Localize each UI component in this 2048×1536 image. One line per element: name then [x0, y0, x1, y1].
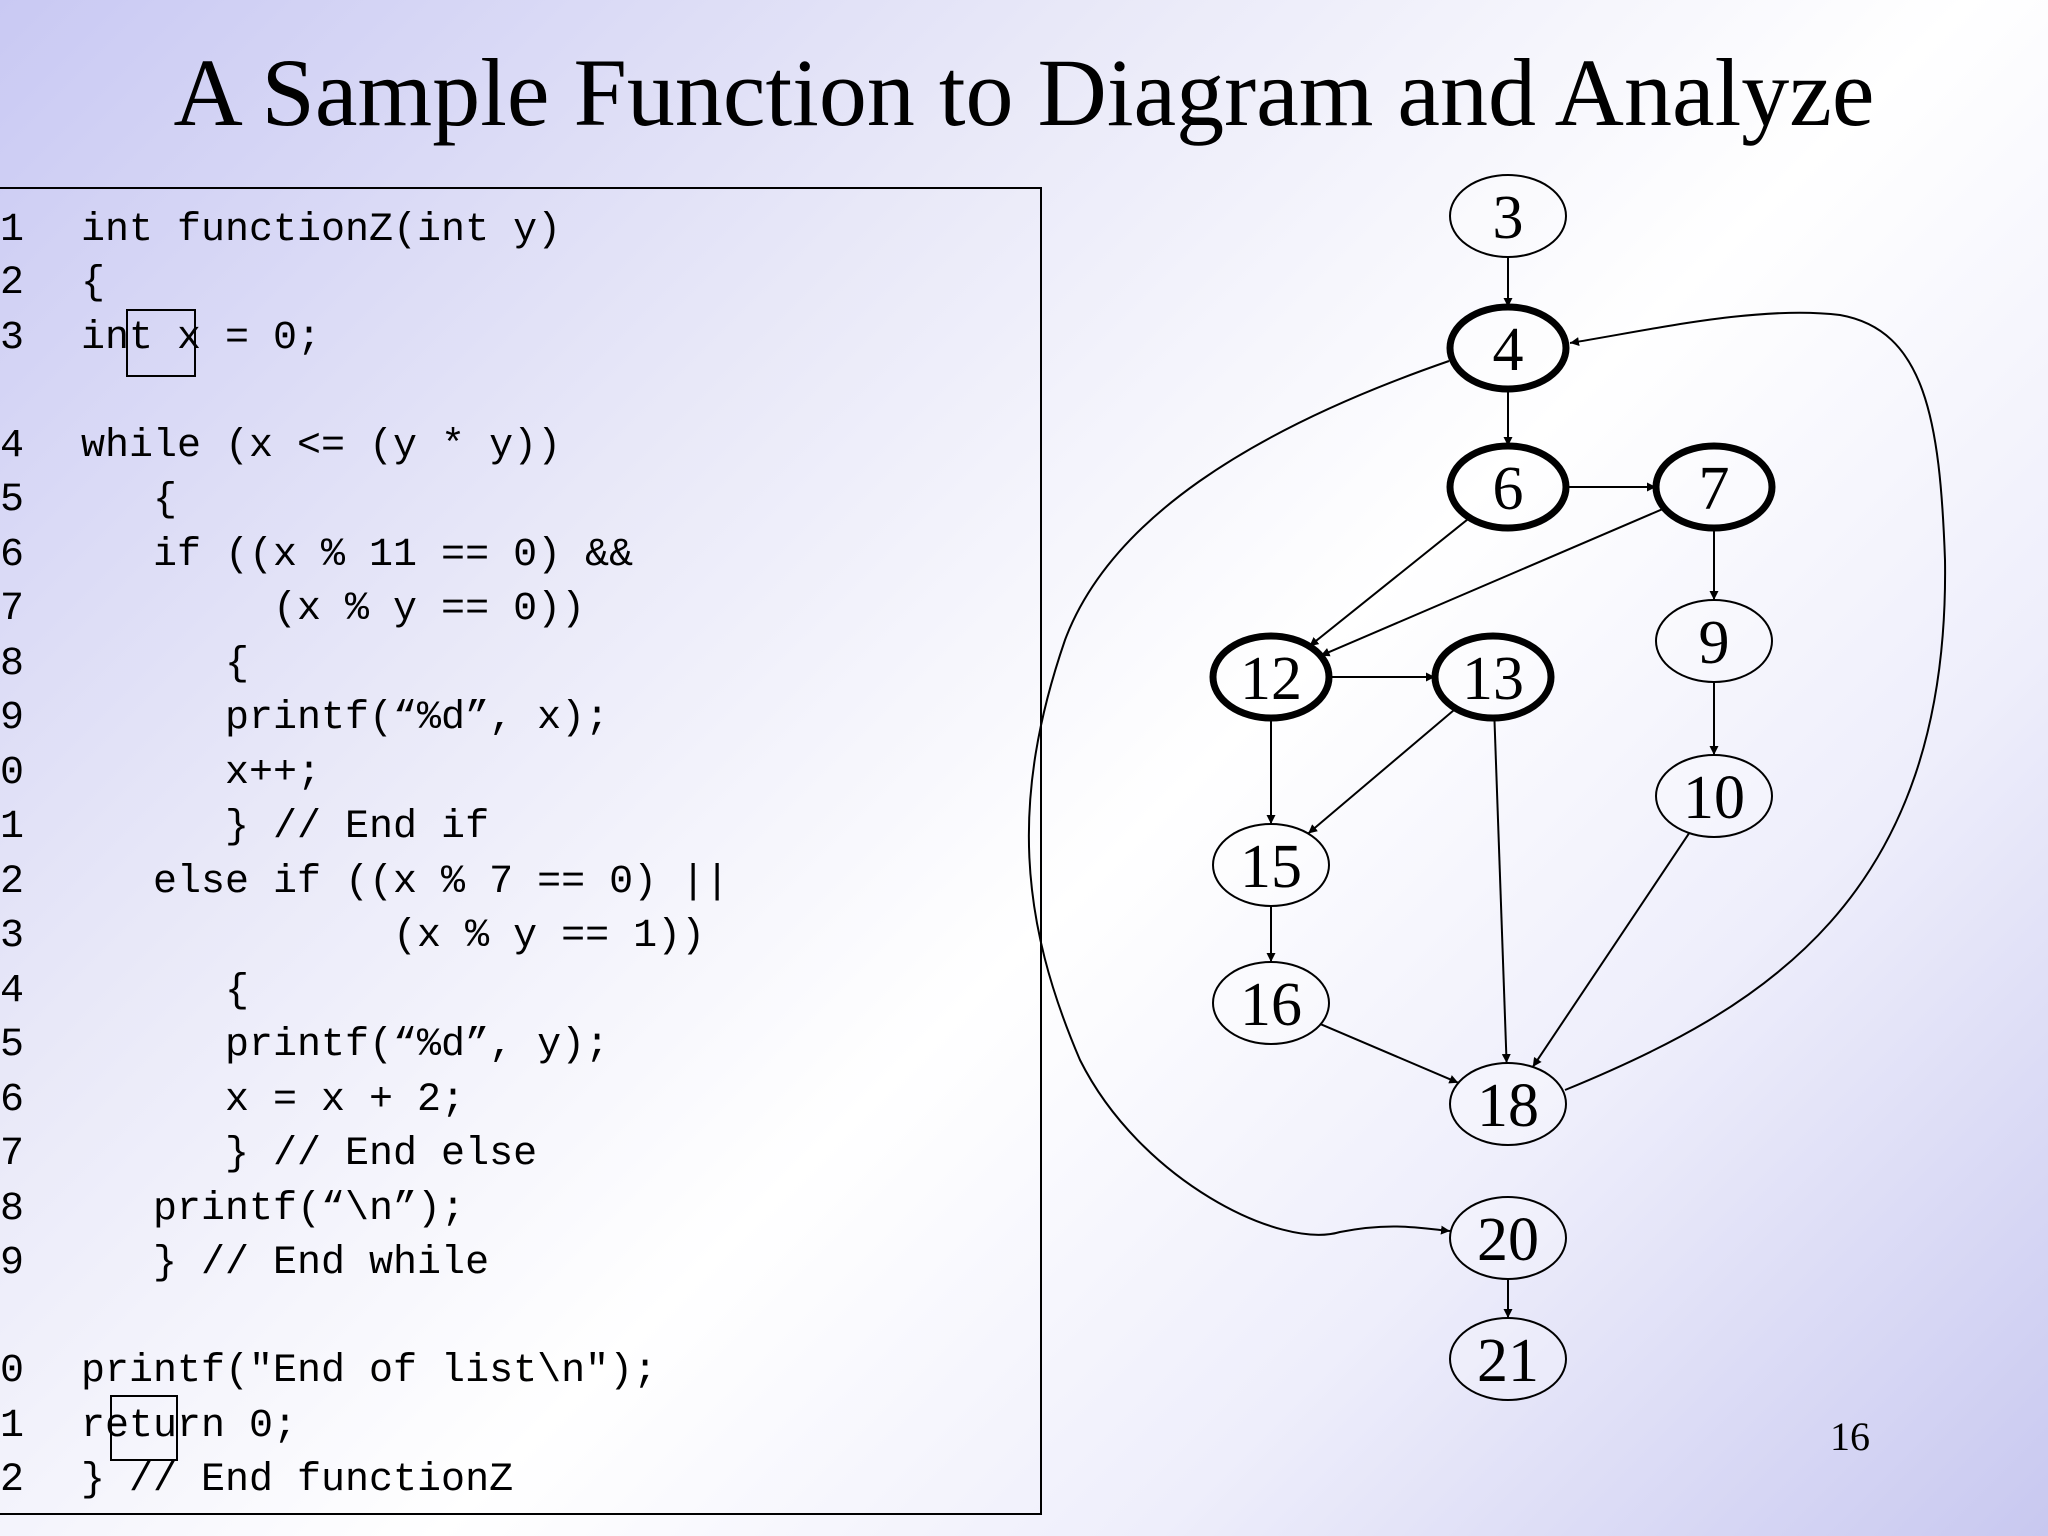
- line-number: 5: [0, 1023, 25, 1068]
- node-label: 7: [1699, 455, 1730, 523]
- edge-10-to-18: [1531, 832, 1691, 1068]
- node-ellipse: [1446, 303, 1570, 393]
- node-label: 21: [1477, 1327, 1539, 1395]
- node-label: 16: [1240, 971, 1302, 1039]
- line-code: printf(“\n”);: [81, 1187, 466, 1232]
- line-code: int x = 0;: [81, 316, 322, 361]
- line-number: 9: [0, 696, 25, 741]
- node-ellipse: [1655, 754, 1773, 838]
- line-number: 5: [0, 478, 25, 523]
- line-number: 1: [0, 1404, 25, 1449]
- line-number: 1: [0, 208, 25, 253]
- node-label: 12: [1240, 645, 1302, 713]
- node-ellipse: [1431, 632, 1555, 722]
- node-label: 18: [1477, 1072, 1539, 1140]
- node-label: 13: [1462, 645, 1524, 713]
- line-code: {: [81, 261, 106, 306]
- graph-node-10: 10: [1655, 754, 1773, 838]
- node-ellipse: [1449, 1196, 1567, 1280]
- line-number: 8: [0, 642, 25, 687]
- node-label: 4: [1493, 316, 1524, 384]
- node-ellipse: [1449, 1062, 1567, 1146]
- line-number: 2: [0, 1458, 25, 1503]
- edge-13-to-18: [1493, 717, 1511, 1064]
- edge-4-to-20: [1027, 360, 1451, 1236]
- line-code: (x % y == 0)): [81, 587, 586, 632]
- highlight-box: [126, 309, 196, 377]
- line-code: printf(“%d”, x);: [81, 696, 610, 741]
- line-code: (x % y == 1)): [81, 914, 706, 959]
- line-number: 4: [0, 969, 25, 1014]
- line-code: {: [81, 478, 178, 523]
- edge-6-to-12: [1308, 517, 1471, 647]
- line-code: {: [81, 969, 250, 1014]
- line-number: 0: [0, 751, 25, 796]
- line-code: } // End else: [81, 1132, 538, 1177]
- graph-node-9: 9: [1655, 599, 1773, 683]
- node-ellipse: [1449, 174, 1567, 258]
- edge-18-to-4: [1564, 311, 1947, 1091]
- graph-node-21: 21: [1449, 1317, 1567, 1401]
- node-label: 20: [1477, 1206, 1539, 1274]
- highlight-box: [110, 1395, 178, 1461]
- node-label: 10: [1683, 764, 1745, 832]
- line-number: 3: [0, 914, 25, 959]
- node-label: 9: [1699, 609, 1730, 677]
- graph-node-7: 7: [1652, 442, 1776, 532]
- node-ellipse: [1449, 1317, 1567, 1401]
- line-number: 2: [0, 261, 25, 306]
- node-label: 3: [1493, 184, 1524, 252]
- graph-node-4: 4: [1446, 303, 1570, 393]
- line-number: 3: [0, 316, 25, 361]
- line-code: } // End if: [81, 805, 490, 850]
- page-number: 16: [1830, 1414, 1870, 1459]
- line-code: printf("End of list\n");: [81, 1349, 658, 1394]
- graph-node-20: 20: [1449, 1196, 1567, 1280]
- edge-7-to-12: [1320, 507, 1665, 657]
- node-ellipse: [1652, 442, 1776, 532]
- node-label: 6: [1493, 455, 1524, 523]
- line-code: int functionZ(int y): [81, 208, 562, 253]
- line-number: 4: [0, 424, 25, 469]
- graph-node-16: 16: [1212, 961, 1330, 1045]
- line-number: 8: [0, 1187, 25, 1232]
- node-label: 15: [1240, 833, 1302, 901]
- edge-16-to-18: [1320, 1023, 1459, 1084]
- line-code: x = x + 2;: [81, 1078, 466, 1123]
- node-ellipse: [1655, 599, 1773, 683]
- line-code: {: [81, 642, 250, 687]
- line-number: 6: [0, 533, 25, 578]
- node-ellipse: [1212, 961, 1330, 1045]
- line-number: 6: [0, 1078, 25, 1123]
- graph-node-13: 13: [1431, 632, 1555, 722]
- line-code: if ((x % 11 == 0) &&: [81, 533, 634, 578]
- line-number: 1: [0, 805, 25, 850]
- node-ellipse: [1446, 442, 1570, 532]
- line-code: x++;: [81, 751, 322, 796]
- line-number: 2: [0, 860, 25, 905]
- line-code: while (x <= (y * y)): [81, 424, 562, 469]
- line-code: } // End functionZ: [81, 1458, 514, 1503]
- line-code: else if ((x % 7 == 0) ||: [81, 860, 730, 905]
- graph-node-18: 18: [1449, 1062, 1567, 1146]
- graph-node-3: 3: [1449, 174, 1567, 258]
- line-number: 7: [0, 1132, 25, 1177]
- line-code: return 0;: [81, 1404, 298, 1449]
- line-code: } // End while: [81, 1241, 490, 1286]
- line-number: 0: [0, 1349, 25, 1394]
- node-ellipse: [1212, 823, 1330, 907]
- slide-title: A Sample Function to Diagram and Analyze: [173, 39, 1875, 146]
- line-number: 7: [0, 587, 25, 632]
- line-number: 9: [0, 1241, 25, 1286]
- node-ellipse: [1209, 632, 1333, 722]
- graph-node-12: 12: [1209, 632, 1333, 722]
- code-panel: 1 int functionZ(int y) 2 {3 int x = 0; 4 while…: [0, 187, 1042, 1515]
- graph-node-15: 15: [1212, 823, 1330, 907]
- line-code: printf(“%d”, y);: [81, 1023, 610, 1068]
- graph-node-6: 6: [1446, 442, 1570, 532]
- edge-13-to-15: [1307, 707, 1457, 835]
